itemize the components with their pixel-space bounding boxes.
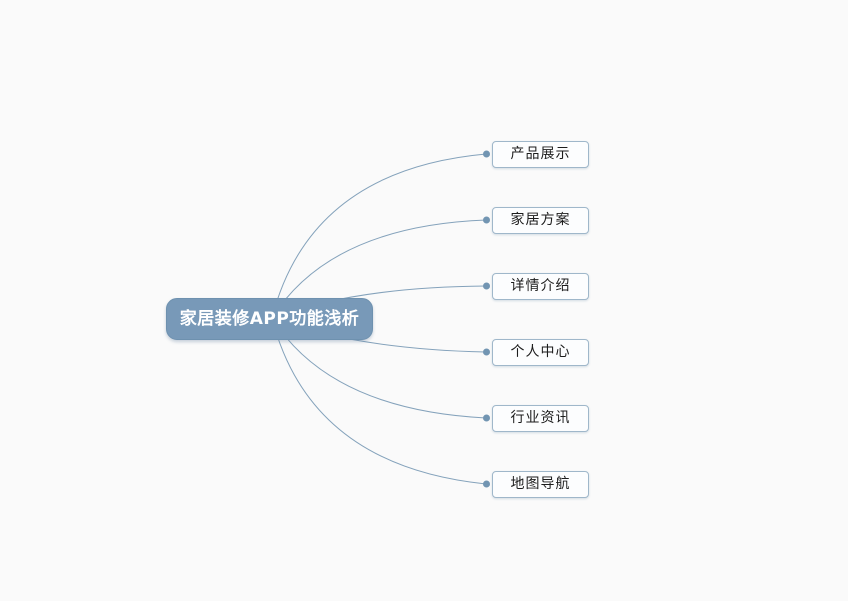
connector-line	[271, 317, 487, 485]
child-node-3[interactable]: 详情介绍	[492, 273, 589, 300]
child-node-5[interactable]: 行业资讯	[492, 405, 589, 432]
child-node-2[interactable]: 家居方案	[492, 207, 589, 234]
connector-dot	[483, 216, 490, 224]
connector-dot	[483, 282, 490, 290]
child-node-6[interactable]: 地图导航	[492, 471, 589, 498]
root-node[interactable]: 家居装修APP功能浅析	[166, 298, 373, 340]
child-node-4[interactable]: 个人中心	[492, 339, 589, 366]
connector-line	[271, 219, 487, 319]
connector-line	[271, 153, 487, 319]
connector-dot	[483, 348, 490, 356]
connector-dot	[483, 480, 490, 488]
connector-dot	[483, 150, 490, 158]
connector-dot	[483, 414, 490, 422]
child-node-1[interactable]: 产品展示	[492, 141, 589, 168]
